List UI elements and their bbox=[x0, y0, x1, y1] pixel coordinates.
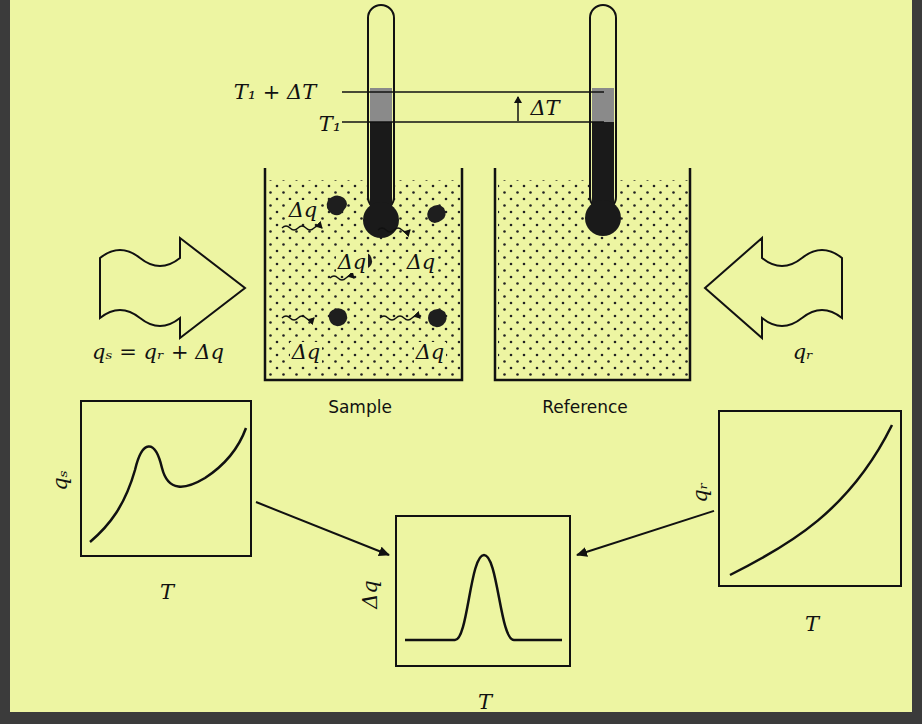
flow-arrow bbox=[577, 511, 714, 555]
axis-label: qᵣ bbox=[690, 482, 711, 503]
difference-peak-curve bbox=[405, 555, 562, 640]
sample-medium bbox=[268, 180, 460, 378]
temperature-level: T₁ bbox=[319, 114, 341, 135]
axis-label: qₛ bbox=[50, 470, 71, 491]
heat-increment: Δq bbox=[414, 342, 447, 363]
flow-arrow bbox=[256, 502, 389, 555]
heat-increment: Δq bbox=[336, 252, 369, 273]
heat-equation: qₛ = qᵣ + Δq bbox=[92, 342, 224, 363]
heat-increment: Δq bbox=[290, 342, 323, 363]
sample-beaker bbox=[265, 168, 462, 380]
axis-label: T bbox=[478, 692, 492, 713]
sample-particles bbox=[327, 195, 447, 327]
axis-label: Δq bbox=[360, 580, 381, 609]
vessel-label: Sample bbox=[328, 399, 392, 416]
reference-heat-curve bbox=[730, 425, 892, 575]
heat-input-arrow bbox=[705, 238, 842, 338]
reference-medium bbox=[498, 180, 688, 378]
axis-label: T bbox=[805, 614, 819, 635]
temperature-level: T₁ + ΔT bbox=[234, 82, 317, 103]
reference-heat: qᵣ bbox=[793, 342, 814, 363]
difference-plot-box: ΔqT bbox=[395, 515, 571, 667]
heat-increment: Δq bbox=[287, 200, 320, 221]
heat-increment: Δq bbox=[405, 252, 438, 273]
reference-beaker-node: Reference bbox=[495, 168, 690, 380]
reference-plot-box: qᵣT bbox=[718, 410, 902, 587]
vessel-label: Reference bbox=[542, 399, 628, 416]
heat-flow-squiggles bbox=[282, 226, 420, 320]
axis-label: T bbox=[160, 582, 174, 603]
sample-plot-box: qₛT bbox=[80, 400, 252, 557]
sample-heat-curve bbox=[90, 428, 246, 542]
heat-input-arrow bbox=[100, 238, 245, 338]
temperature-difference: ΔT bbox=[530, 98, 559, 119]
